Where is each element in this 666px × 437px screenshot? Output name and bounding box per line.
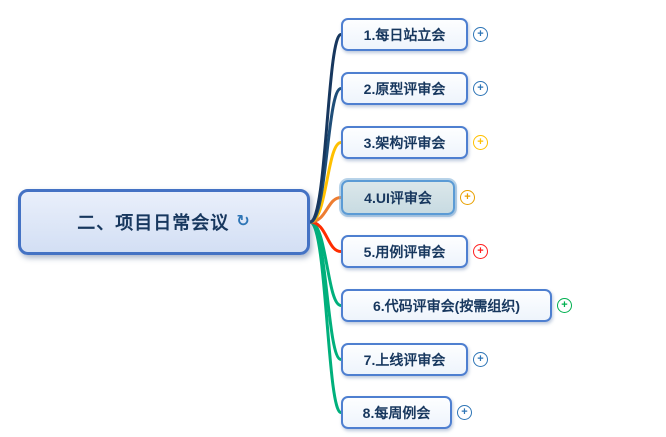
root-topic-label: 二、项目日常会议 bbox=[77, 213, 230, 233]
topic-weekly-meeting[interactable]: 8.每周例会 bbox=[341, 396, 452, 429]
topic-label: 2.原型评审会 bbox=[363, 80, 446, 97]
expand-plus-icon[interactable]: + bbox=[473, 135, 488, 150]
branch-line-8 bbox=[308, 220, 343, 414]
expand-plus-icon[interactable]: + bbox=[473, 244, 488, 259]
topic-usecase-review[interactable]: 5.用例评审会 bbox=[341, 235, 468, 268]
branch-line-2 bbox=[308, 87, 343, 224]
topic-code-review[interactable]: 6.代码评审会(按需组织) bbox=[341, 289, 552, 322]
topic-daily-standup[interactable]: 1.每日站立会 bbox=[341, 18, 468, 51]
topic-label: 4.UI评审会 bbox=[364, 189, 432, 206]
topic-label: 8.每周例会 bbox=[362, 404, 431, 421]
root-topic[interactable]: 二、项目日常会议 ↻ bbox=[18, 189, 310, 255]
expand-plus-icon[interactable]: + bbox=[473, 81, 488, 96]
expand-plus-icon[interactable]: + bbox=[460, 190, 475, 205]
topic-launch-review[interactable]: 7.上线评审会 bbox=[341, 343, 468, 376]
branch-row-4: 4.UI评审会 + bbox=[341, 180, 475, 215]
branch-row-7: 7.上线评审会 + bbox=[341, 343, 488, 376]
branch-row-6: 6.代码评审会(按需组织) + bbox=[341, 289, 572, 322]
topic-label: 3.架构评审会 bbox=[363, 134, 446, 151]
branch-row-5: 5.用例评审会 + bbox=[341, 235, 488, 268]
topic-prototype-review[interactable]: 2.原型评审会 bbox=[341, 72, 468, 105]
branch-line-3 bbox=[308, 141, 343, 224]
expand-plus-icon[interactable]: + bbox=[457, 405, 472, 420]
branch-line-4 bbox=[308, 196, 343, 224]
cycle-icon[interactable]: ↻ bbox=[236, 213, 251, 230]
branch-line-7 bbox=[308, 220, 343, 361]
branch-line-1 bbox=[308, 33, 343, 224]
branch-line-5 bbox=[308, 220, 343, 253]
expand-plus-icon[interactable]: + bbox=[473, 27, 488, 42]
topic-label: 1.每日站立会 bbox=[363, 26, 446, 43]
topic-label: 7.上线评审会 bbox=[363, 351, 446, 368]
expand-plus-icon[interactable]: + bbox=[557, 298, 572, 313]
branch-line-6 bbox=[308, 220, 343, 307]
topic-label: 6.代码评审会(按需组织) bbox=[373, 297, 520, 314]
branch-row-2: 2.原型评审会 + bbox=[341, 72, 488, 105]
branch-row-1: 1.每日站立会 + bbox=[341, 18, 488, 51]
branch-row-8: 8.每周例会 + bbox=[341, 396, 472, 429]
topic-ui-review-selected[interactable]: 4.UI评审会 bbox=[341, 180, 455, 215]
topic-label: 5.用例评审会 bbox=[363, 243, 446, 260]
expand-plus-icon[interactable]: + bbox=[473, 352, 488, 367]
topic-architecture-review[interactable]: 3.架构评审会 bbox=[341, 126, 468, 159]
branch-row-3: 3.架构评审会 + bbox=[341, 126, 488, 159]
